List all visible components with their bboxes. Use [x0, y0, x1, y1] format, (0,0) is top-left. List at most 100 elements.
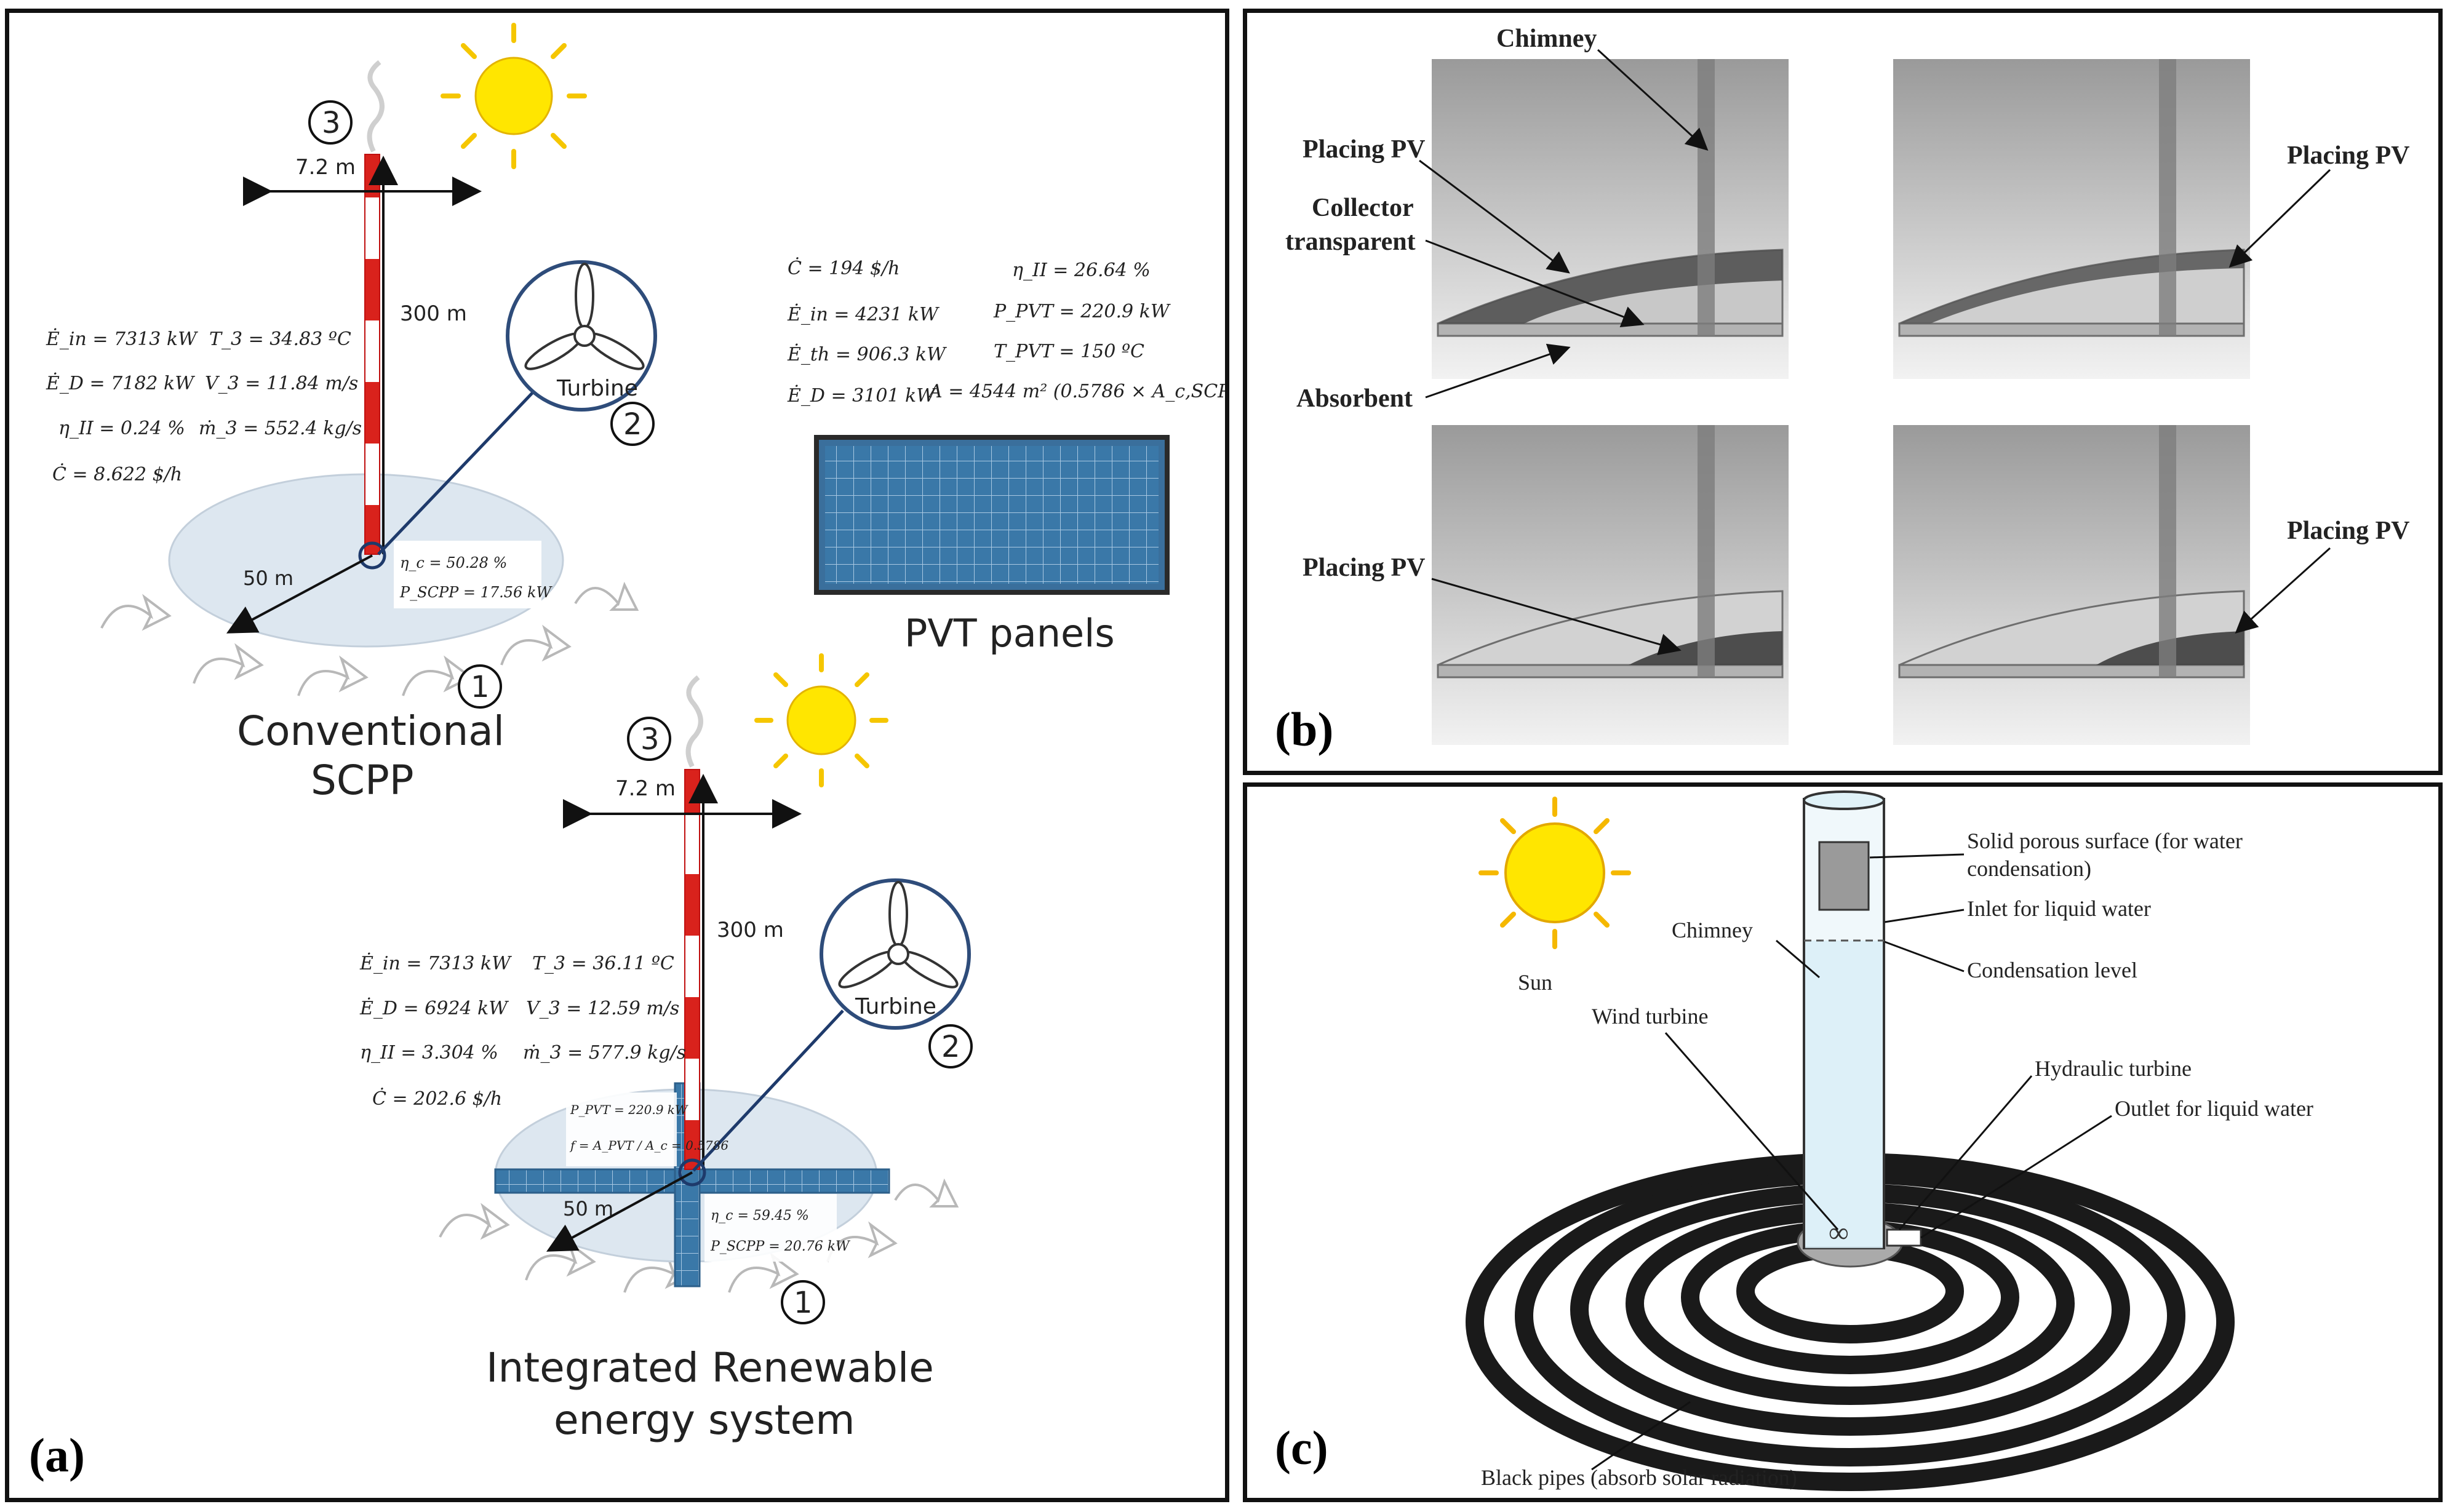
collector-leader [1425, 239, 1645, 327]
condensation-label: Condensation level [1967, 958, 2137, 982]
t3-integrated: T_3 = 36.11 ºC [532, 953, 674, 974]
cdot-conventional: Ċ = 8.622 $/h [52, 463, 182, 485]
panel-b-label: (b) [1275, 702, 1334, 756]
panel-c-label: (c) [1275, 1421, 1328, 1474]
stage1-marker-conventional [458, 664, 502, 709]
stage1-marker-integrated [781, 1280, 825, 1324]
hydraulic-turbine-box [1886, 1228, 1922, 1247]
placing-pv-leader-2 [2229, 169, 2331, 268]
solid-porous-label-line1: Solid porous surface (for water [1967, 829, 2243, 853]
collector-label-line1: Collector [1312, 194, 1414, 222]
title-line1-integrated: Integrated Renewable [486, 1344, 934, 1391]
pv-layout-3 [1432, 425, 1789, 745]
absorbent-leader [1425, 343, 1571, 399]
hydraulic-turbine-label: Hydraulic turbine [2035, 1056, 2192, 1081]
pvt-eth: Ė_th = 906.3 kW [787, 343, 947, 365]
pv-layout-1 [1432, 59, 1789, 379]
p-scpp-integrated: P_SCPP = 20.76 kW [710, 1239, 851, 1254]
panel-a: 7.2 m 300 m 3 [5, 9, 1229, 1502]
panel-a-drawing: 7.2 m 300 m 3 [46, 23, 1225, 1444]
pvt-stats-box-integrated [566, 1092, 677, 1166]
porous-leader [1869, 853, 1965, 859]
v3-conventional: V_3 = 11.84 m/s [205, 373, 358, 394]
ed-integrated: Ė_D = 6924 kW [359, 997, 509, 1019]
hydraulic-turbine-leader [1898, 1075, 2033, 1230]
eta-c-integrated: η_c = 59.45 % [711, 1208, 809, 1224]
pv-layout-4 [1893, 425, 2250, 745]
height-label-integrated: 300 m [717, 918, 784, 942]
v3-integrated: V_3 = 12.59 m/s [526, 998, 679, 1019]
stage1-label-conventional: 1 [471, 670, 490, 704]
wind-turbine-label: Wind turbine [1592, 1004, 1709, 1029]
stage2-marker-conventional [610, 402, 655, 446]
p-pvt-integrated: P_PVT = 220.9 kW [570, 1102, 688, 1117]
panel-b: Chimney Placing PV Collector transparent… [1243, 9, 2443, 775]
diameter-label-integrated: 7.2 m [615, 776, 676, 801]
chimney-label-b: Chimney [1496, 25, 1597, 53]
sun-label: Sun [1518, 970, 1552, 995]
radius-label-integrated: 50 m [563, 1197, 613, 1220]
pvt-t-pvt: T_PVT = 150 ºC [994, 341, 1144, 362]
radius-arrow-integrated [546, 1171, 693, 1252]
stage2-label-conventional: 2 [623, 407, 642, 442]
collector-label-line2: transparent [1285, 228, 1416, 256]
sun-icon-integrated [754, 653, 888, 787]
ein-integrated: Ė_in = 7313 kW [359, 952, 512, 974]
outlet-label: Outlet for liquid water [2115, 1096, 2313, 1121]
panel-b-drawing: Chimney Placing PV Collector transparent… [1285, 25, 2409, 745]
placing-pv-leader-1 [1419, 159, 1570, 274]
chimney-label-c: Chimney [1672, 918, 1753, 942]
pvt-p-pvt: P_PVT = 220.9 kW [993, 301, 1171, 322]
outlet-leader [1920, 1115, 2112, 1239]
turbine-label-conventional: Turbine [556, 376, 638, 401]
p-scpp-conventional: P_SCPP = 17.56 kW [399, 584, 553, 601]
turbine-label-integrated: Turbine [855, 994, 936, 1019]
conventional-scpp: 7.2 m 300 m 3 [46, 23, 657, 804]
f-ratio-integrated: f = A_PVT / A_c = 0.5786 [569, 1138, 728, 1153]
eta-c-conventional: η_c = 50.28 % [400, 554, 507, 571]
turbine-location-conventional [358, 541, 386, 570]
smoke-conventional [367, 60, 385, 153]
condensation-leader [1884, 941, 1965, 973]
turbine-location-integrated [678, 1158, 706, 1187]
pvt-ed: Ė_D = 3101 kW [787, 384, 936, 407]
panel-c: ∞ Solid porous surface (for water conden… [1243, 782, 2443, 1502]
turbine-leader-integrated [692, 1009, 844, 1172]
t3-conventional: T_3 = 34.83 ºC [209, 328, 351, 350]
turbine-leader-conventional [377, 392, 533, 555]
collector-stats-box-conventional [394, 541, 541, 608]
solid-porous-label-line2: condensation) [1967, 856, 2091, 881]
m3-conventional: ṁ_3 = 552.4 kg/s [199, 418, 362, 439]
wind-turbine-leader [1664, 1032, 1839, 1230]
placing-pv-leader-4 [2235, 547, 2331, 634]
title-line1-conventional: Conventional [237, 707, 505, 755]
stage3-marker-integrated [627, 717, 671, 761]
pvt-area: A = 4544 m² (0.5786 × A_c,SCPP) [927, 381, 1225, 402]
pv-layout-2 [1893, 59, 2250, 379]
panel-c-drawing: ∞ Solid porous surface (for water conden… [1466, 790, 2313, 1491]
chimney-integrated [684, 769, 700, 1170]
pvt-title: PVT panels [904, 611, 1115, 656]
integrated-system: 7.2 m 300 m 3 Turbine [359, 653, 973, 1444]
pvt-cdot: Ċ = 194 $/h [788, 257, 900, 279]
ein-conventional: Ė_in = 7313 kW [46, 328, 198, 350]
eta-ii-integrated: η_II = 3.304 % [360, 1042, 498, 1064]
water-column [1805, 941, 1883, 1248]
placing-pv-label-4: Placing PV [2287, 517, 2409, 545]
black-pipes-label: Black pipes (absorb solar radiation) [1481, 1465, 1797, 1490]
smoke-integrated [685, 675, 703, 768]
black-pipes-leader [1591, 1401, 1691, 1471]
pvt-block: Ċ = 194 $/h Ė_in = 4231 kW Ė_th = 906.3 … [787, 257, 1225, 656]
airflow-arrows-conventional [100, 581, 639, 696]
pvt-ein: Ė_in = 4231 kW [787, 303, 940, 325]
radius-arrow-conventional [226, 554, 373, 634]
turbine-icon [524, 263, 645, 370]
placing-pv-label-1: Placing PV [1303, 135, 1425, 164]
inlet-label: Inlet for liquid water [1967, 896, 2151, 921]
stage1-label-integrated: 1 [794, 1286, 813, 1320]
chimney-leader-b [1597, 49, 1709, 151]
stage3-marker-conventional [308, 100, 353, 145]
porous-surface [1818, 841, 1870, 911]
cdot-integrated: Ċ = 202.6 $/h [372, 1088, 502, 1110]
placing-pv-leader-3 [1431, 578, 1682, 656]
